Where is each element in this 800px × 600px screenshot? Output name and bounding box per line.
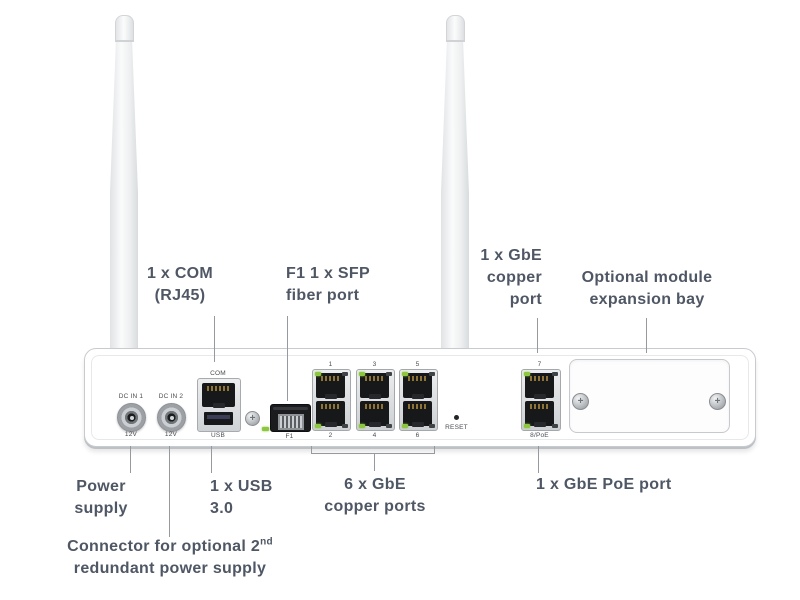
right-antenna — [441, 15, 469, 385]
antenna-body — [110, 42, 138, 385]
port-number: 5 — [415, 361, 420, 368]
com-port-label: COM — [210, 370, 226, 377]
leader-line-gbe6 — [374, 453, 375, 471]
screw-icon: + — [709, 393, 726, 410]
callout-usb: 1 x USB 3.0 — [210, 478, 273, 517]
dc-in-2-label: DC IN 2 — [158, 393, 184, 400]
reset-label: RESET — [445, 424, 468, 431]
led-icon — [315, 424, 321, 428]
leader-line-poe — [538, 446, 539, 473]
gbe-port-pair-5-6 — [399, 369, 438, 431]
led-icon — [429, 424, 435, 428]
port-poe-label: 8/PoE — [530, 432, 549, 439]
usb-port-label: USB — [211, 432, 225, 439]
led-icon — [315, 372, 321, 376]
expansion-bay: + + — [569, 359, 730, 433]
callout-expansion-bay: Optional module expansion bay — [581, 269, 713, 308]
led-icon — [359, 424, 365, 428]
com-usb-module — [197, 378, 241, 432]
rj45-port-1 — [316, 373, 345, 398]
dc-in-1-label: DC IN 1 — [118, 393, 144, 400]
callout-com: 1 x COM (RJ45) — [146, 265, 214, 304]
sfp-port-label: F1 — [285, 433, 294, 440]
leader-line-sfp — [287, 316, 288, 401]
leader-line-power — [130, 446, 131, 473]
callout-poe: 1 x GbE PoE port — [536, 476, 672, 493]
port-number: 1 — [328, 361, 333, 368]
led-icon — [342, 424, 348, 428]
rj45-port-4 — [360, 401, 389, 426]
led-icon — [386, 424, 392, 428]
dc-in-1-jack — [117, 403, 146, 432]
antenna-joint — [115, 40, 134, 42]
callout-gbe6: 6 x GbE copper ports — [324, 476, 426, 515]
antenna-cap — [446, 15, 465, 42]
rj45-port-3 — [360, 373, 389, 398]
led-icon — [552, 372, 558, 376]
rj45-port-8-poe — [525, 401, 554, 426]
gbe-port-pair-1-2 — [312, 369, 351, 431]
port-number: 2 — [328, 432, 333, 439]
led-icon — [524, 424, 530, 428]
callout-gbe-copper: 1 x GbE copper port — [480, 247, 542, 308]
led-icon — [552, 424, 558, 428]
antenna-joint — [446, 40, 465, 42]
usb-port — [204, 412, 233, 425]
led-icon — [359, 372, 365, 376]
callout-power-supply: Power supply — [74, 478, 128, 517]
dc-in-2-jack — [157, 403, 186, 432]
reset-button — [454, 415, 459, 420]
com-port — [202, 383, 235, 407]
screw-icon: + — [572, 393, 589, 410]
callout-sfp: F1 1 x SFP fiber port — [286, 265, 370, 304]
led-icon — [386, 372, 392, 376]
status-led-icon — [262, 427, 269, 431]
bracket-gbe6 — [311, 446, 435, 454]
dc-in-1-voltage: 12V — [124, 431, 138, 438]
leader-line-usb — [211, 446, 212, 473]
port-number: 6 — [415, 432, 420, 439]
led-icon — [402, 424, 408, 428]
dc-in-2-voltage: 12V — [164, 431, 178, 438]
gbe-port-pair-3-4 — [356, 369, 395, 431]
port-number: 4 — [372, 432, 377, 439]
left-antenna — [110, 15, 138, 385]
device-panel: DC IN 1 12V DC IN 2 12V COM USB + F1 1 — [84, 348, 756, 447]
sfp-port — [270, 404, 311, 432]
led-icon — [342, 372, 348, 376]
rj45-port-6 — [403, 401, 432, 426]
rj45-port-5 — [403, 373, 432, 398]
leader-line-gbe7 — [537, 318, 538, 353]
gbe-port-pair-7-8 — [521, 369, 561, 431]
callout-redundant-psu: Connector for optional 2nd redundant pow… — [67, 536, 273, 577]
panel-outline — [91, 355, 749, 440]
led-icon — [429, 372, 435, 376]
antenna-cap — [115, 15, 134, 42]
port-number: 3 — [372, 361, 377, 368]
leader-line-com — [214, 316, 215, 362]
port-number: 7 — [537, 361, 542, 368]
led-icon — [524, 372, 530, 376]
rj45-port-2 — [316, 401, 345, 426]
screw-icon: + — [245, 411, 260, 426]
rj45-port-7 — [525, 373, 554, 398]
leader-line-bay — [646, 318, 647, 353]
leader-line-connector — [169, 446, 170, 537]
led-icon — [402, 372, 408, 376]
antenna-body — [441, 42, 469, 385]
